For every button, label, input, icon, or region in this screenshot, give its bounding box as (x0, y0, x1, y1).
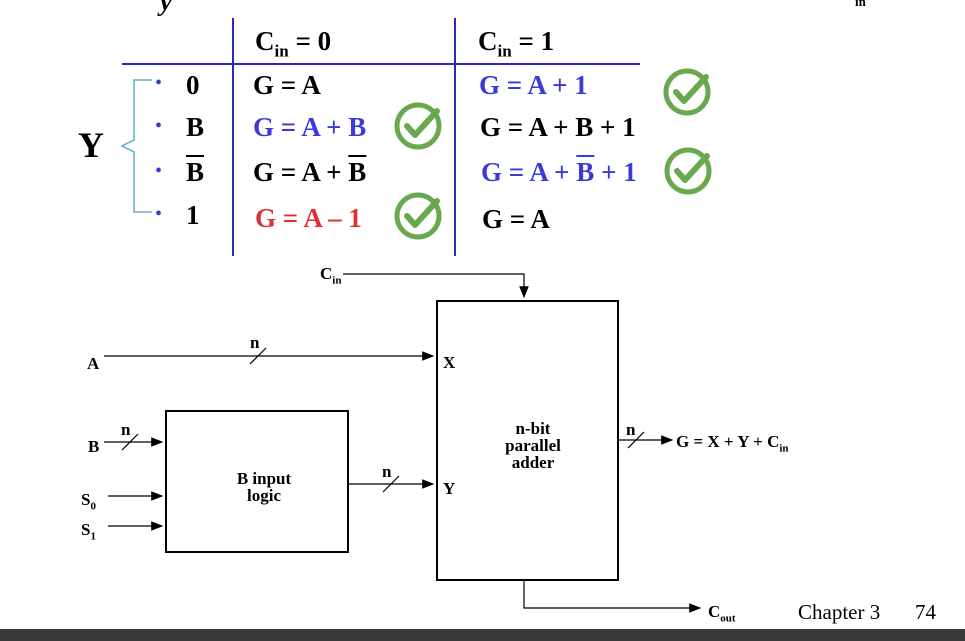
b-label: B (88, 437, 100, 456)
a-bus-width: n (250, 333, 260, 352)
g-bus-slash (627, 431, 645, 449)
row2-cin0: G = A + B (253, 157, 367, 187)
g-bus-width: n (626, 420, 636, 439)
header-cin1: Cin = 1 (478, 26, 555, 61)
cin-label: Cin (320, 264, 342, 287)
check-icon (394, 102, 442, 150)
row1-cin0: G = A + B (253, 112, 367, 142)
header-cin0: Cin = 0 (255, 26, 332, 61)
bullet: • (155, 72, 163, 94)
page-number: 74 (915, 600, 936, 624)
bullet: • (155, 160, 163, 182)
b-input-logic-label: B input logic (236, 469, 292, 505)
y-bus-width: n (382, 462, 392, 481)
chapter-label: Chapter 3 (798, 600, 881, 624)
y-brace (120, 79, 152, 213)
header-fragment-left: y (160, 0, 172, 16)
row3-cin1: G = A (482, 204, 550, 234)
y-port-label: Y (443, 479, 456, 498)
output-equation: G = X + Y + Cin (676, 432, 789, 455)
bottom-bar (0, 629, 965, 641)
a-label: A (87, 354, 100, 373)
s1-label: S1 (81, 520, 96, 543)
b-input-logic-block (165, 410, 349, 553)
check-icon (663, 68, 711, 116)
y-bus-slash (382, 475, 400, 493)
bullet: • (155, 203, 163, 225)
b-bus-slash (121, 433, 139, 451)
y-value-0: 0 (186, 70, 200, 100)
row0-cin0: G = A (253, 70, 321, 100)
cout-wire (523, 580, 702, 613)
check-icon (394, 192, 442, 240)
check-icon (664, 147, 712, 195)
a-bus-slash (249, 347, 267, 365)
y-value-1: B (186, 112, 205, 142)
cout-label: Cout (708, 602, 736, 625)
header-fragment-right: in (855, 0, 866, 9)
bullet: • (155, 115, 163, 137)
row1-cin1: G = A + B + 1 (480, 112, 636, 142)
y-label: Y (78, 125, 104, 165)
x-port-label: X (443, 353, 456, 372)
b-bus-width: n (121, 420, 131, 439)
row2-cin1: G = A + B + 1 (481, 157, 637, 187)
y-value-3: 1 (186, 200, 200, 230)
row0-cin1: G = A + 1 (479, 70, 588, 100)
s0-label: S0 (81, 490, 96, 513)
adder-label: n-bit parallel adder (505, 419, 561, 472)
row3-cin0: G = A – 1 (255, 203, 362, 233)
cin-wire (343, 273, 529, 299)
y-value-2: B (186, 157, 205, 187)
